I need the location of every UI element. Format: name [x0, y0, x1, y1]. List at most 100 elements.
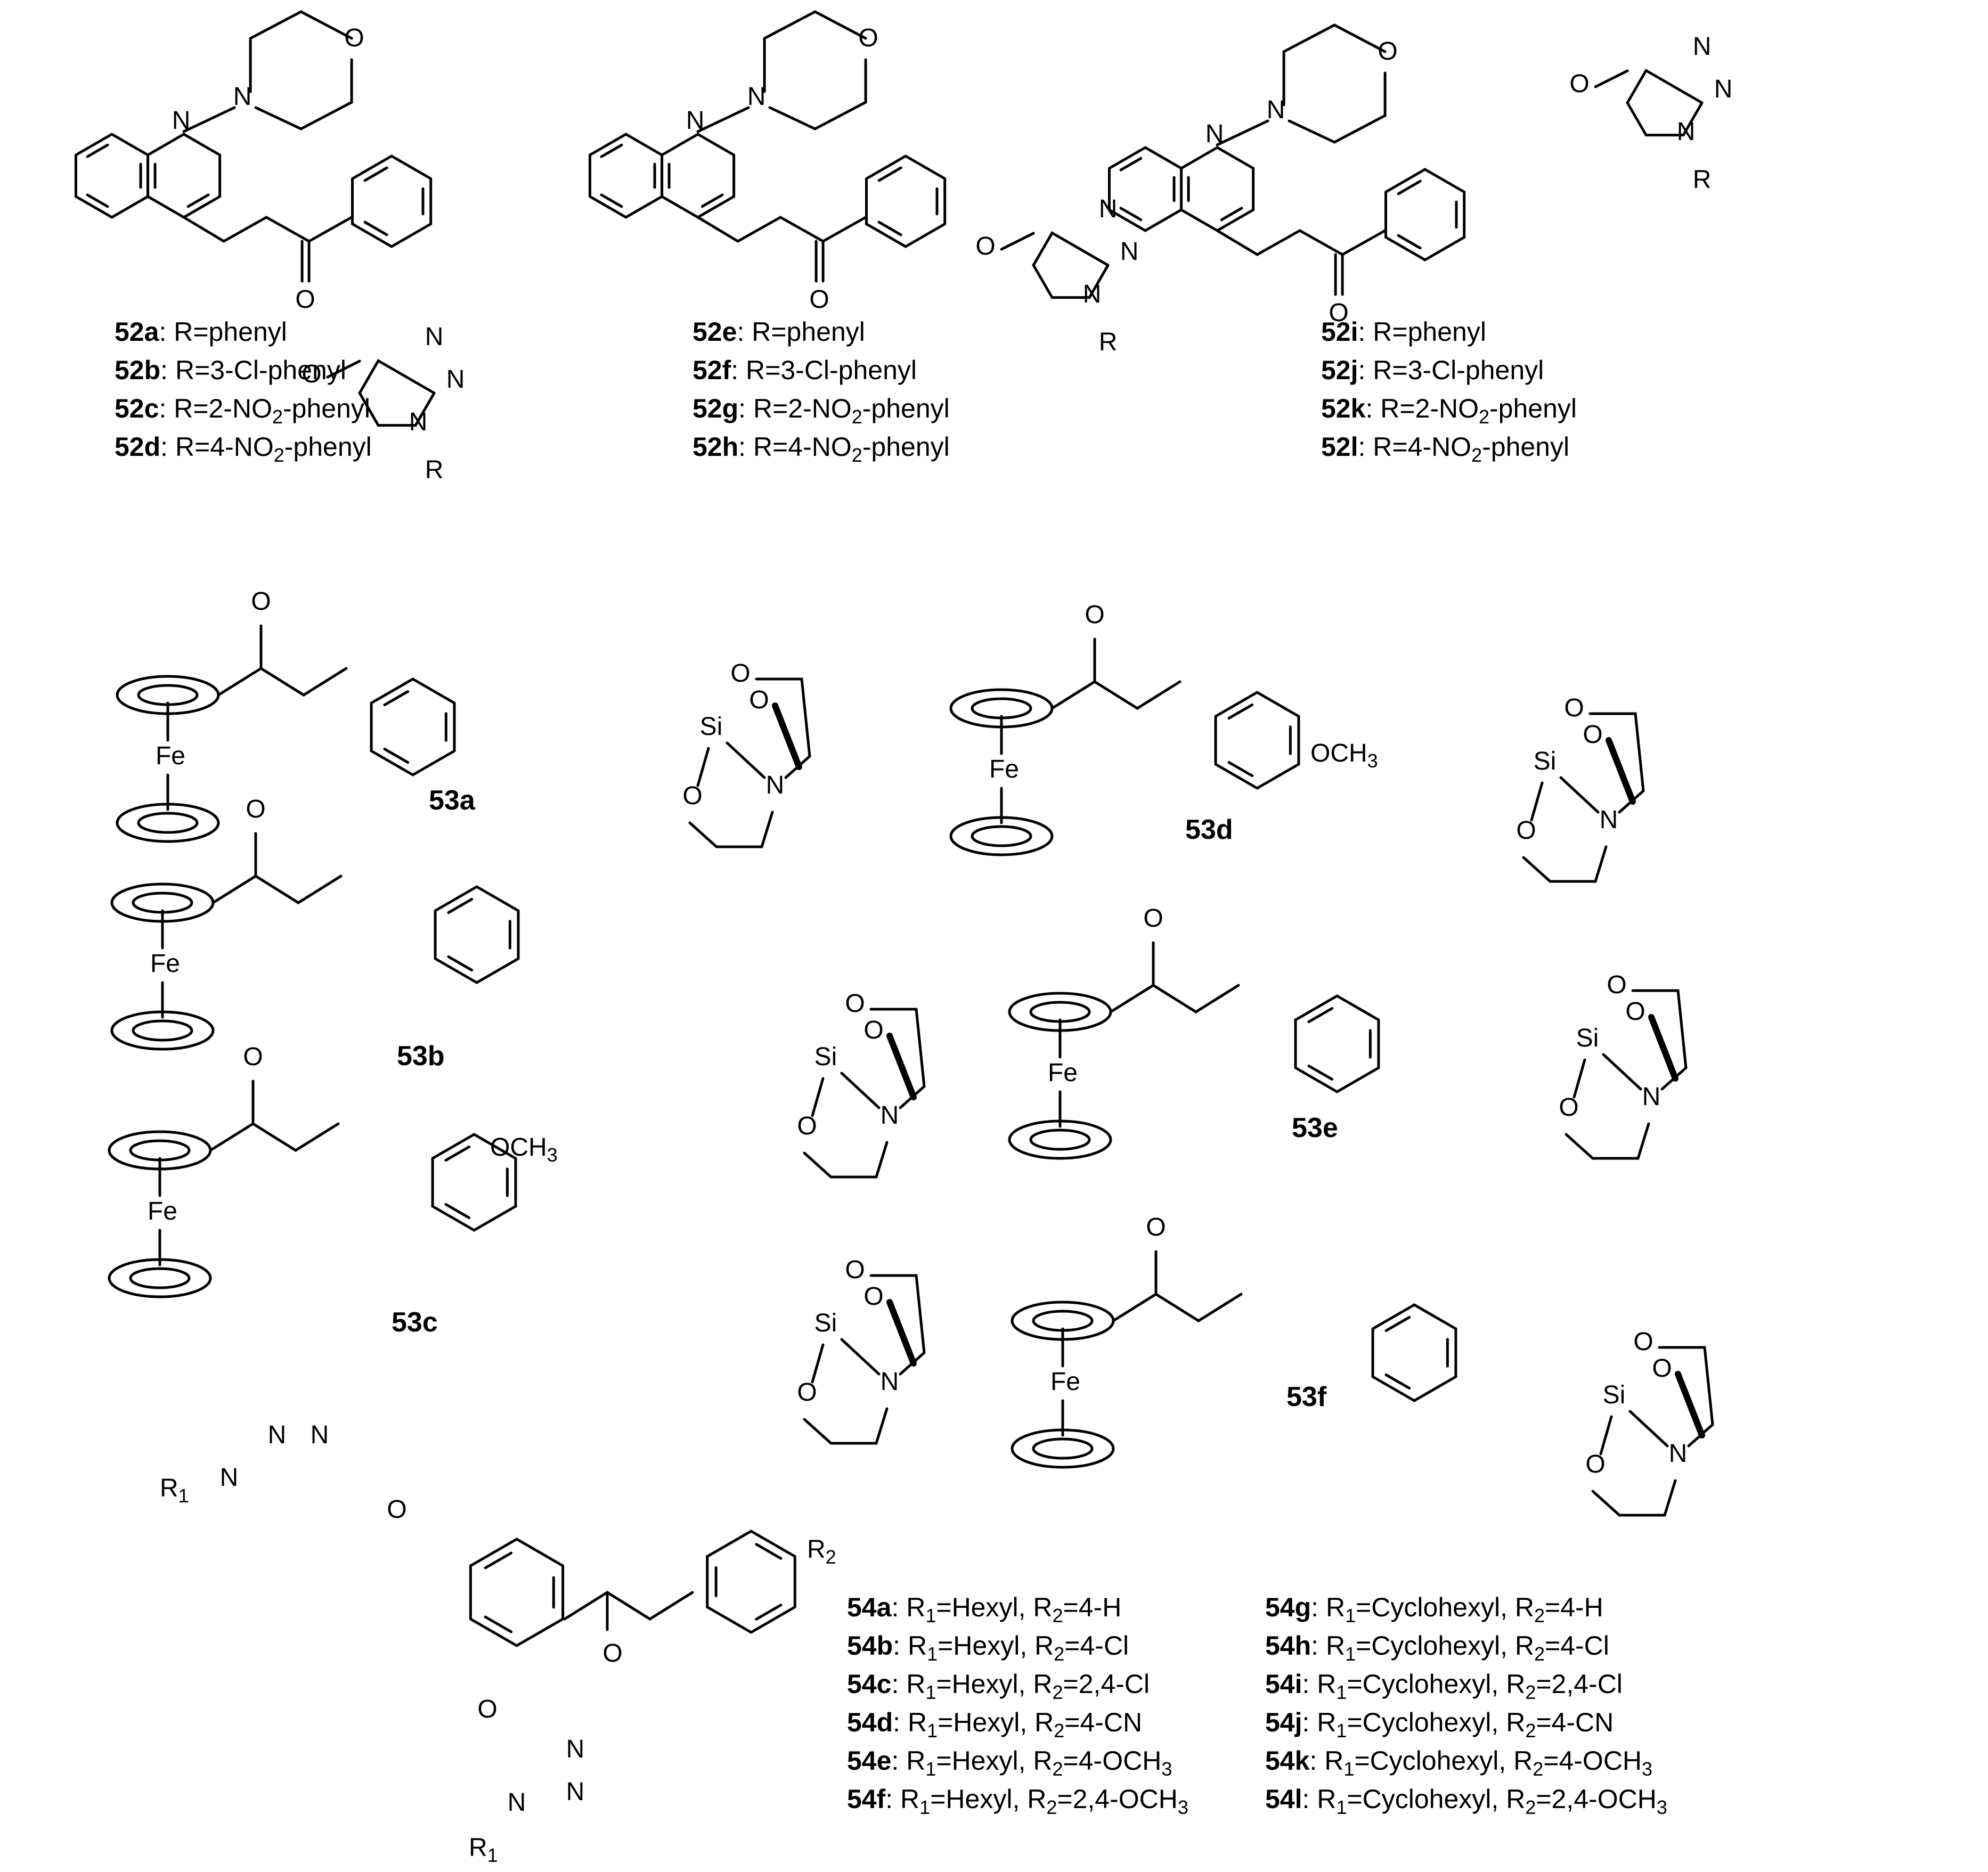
ketone-o: O [1329, 299, 1348, 327]
text-run: O [975, 232, 995, 260]
ring-bond [696, 195, 736, 219]
ketone-o: O [295, 285, 315, 314]
subscript: 3 [1642, 1758, 1652, 1780]
ring-double-bond [600, 143, 623, 158]
text-run: 54h [1265, 1631, 1311, 1661]
text-run: O [1516, 816, 1536, 845]
bond [696, 106, 750, 133]
text-run: O [845, 990, 865, 1018]
text-run: O [797, 1378, 817, 1407]
ring-bond [472, 1205, 517, 1232]
bond [811, 1077, 825, 1117]
ring-double-bond [1397, 234, 1422, 250]
text-run: O [302, 360, 321, 388]
text-run: N [446, 365, 465, 394]
morpholine-ring [1282, 23, 1387, 107]
text-run: : R [893, 1707, 927, 1737]
text-run: : R=2-NO [1365, 394, 1479, 423]
text-run: N [1669, 1440, 1688, 1468]
iron-atom: Fe [150, 950, 180, 978]
silatrane-n: N [881, 1368, 899, 1396]
text-run: =2,4-Cl [1063, 1669, 1150, 1699]
text-run: -phenyl [862, 432, 950, 462]
ring-bond [146, 195, 185, 219]
ketone-o: O [243, 1043, 263, 1071]
ring-bond [431, 1205, 476, 1232]
compound-54-label: 54h: R1=Cyclohexyl, R2=4-Cl [1265, 1631, 1609, 1665]
text-run: , R [1491, 1707, 1525, 1737]
enone-chain [1112, 1250, 1158, 1322]
compound-54-label: 54l: R1=Cyclohexyl, R2=2,4-OCH3 [1265, 1784, 1667, 1818]
ring-double-bond [1227, 761, 1254, 778]
silicon-atom: Si [700, 713, 723, 741]
silatrane-bold-bond [886, 1299, 917, 1367]
morpholine-o: O [1378, 37, 1397, 66]
morpholine-o: O [344, 24, 364, 52]
silatrane-o: O [1583, 721, 1602, 749]
ring-bond [706, 1530, 753, 1558]
ring-bond [865, 154, 907, 180]
text-run: N [1677, 118, 1696, 146]
iron-atom: Fe [989, 755, 1019, 783]
silatrane-cage [803, 1407, 889, 1445]
enone-chain [563, 1591, 694, 1621]
ketone-o: O [1143, 904, 1163, 933]
ring-bond [469, 1538, 518, 1567]
text-run: 52h [692, 432, 738, 462]
ring-bond [110, 195, 150, 219]
text-run: 52e [692, 317, 737, 347]
text-run: , R [1491, 1784, 1525, 1814]
morpholine-ring [249, 10, 353, 93]
text-run: O [387, 1495, 406, 1524]
text-run: N [508, 1788, 526, 1817]
ring-double-bond [383, 747, 410, 764]
text-run: O [477, 1695, 497, 1723]
subscript: 1 [927, 1643, 938, 1665]
triazole-n: N [1693, 32, 1712, 61]
ring-double-bond [877, 220, 902, 236]
silatrane-o: O [1652, 1354, 1672, 1383]
text-run: , R [1019, 1669, 1053, 1699]
text-run: O [797, 1112, 817, 1140]
text-run: =4-H [1545, 1592, 1603, 1622]
morpholine-n: N [172, 107, 191, 135]
subscript: 1 [919, 1796, 930, 1818]
text-run: 54f [847, 1784, 886, 1814]
silatrane-o: O [1625, 998, 1645, 1026]
text-run: 52d [115, 432, 160, 462]
dative-bond [1559, 776, 1600, 814]
ring-double-bond [447, 897, 474, 914]
enone-chain [254, 874, 343, 904]
silatrane-o: O [730, 659, 750, 688]
triazole-n: N [1083, 280, 1102, 308]
ring-double-bond [1384, 1373, 1411, 1390]
text-run: 53d [1185, 814, 1233, 845]
atom-labels: NNOOONNNRNNOOONNNRNNOOONNNRFeOSiOOONFeOS… [148, 24, 1732, 1866]
ring-bond [1371, 1303, 1416, 1330]
subscript: 1 [1345, 1605, 1356, 1626]
compound-54-label: 54f: R1=Hexyl, R2=2,4-OCH3 [847, 1784, 1188, 1818]
silatrane-o: O [1585, 1450, 1605, 1478]
ring-bond [146, 133, 185, 157]
text-run: 52c [115, 394, 159, 423]
ring-bond [1335, 994, 1380, 1021]
bond [1599, 1415, 1613, 1456]
text-run: Si [1576, 1024, 1599, 1052]
enone-chain [1050, 637, 1096, 710]
ring-bond [1214, 763, 1259, 790]
ring-double-bond [1307, 1064, 1334, 1081]
r-group: R [1693, 166, 1712, 194]
ring-bond [904, 223, 947, 248]
ring-bond [110, 133, 150, 157]
subscript: 1 [925, 1605, 936, 1626]
text-run: =Hexyl [936, 1669, 1018, 1699]
text-run: R [425, 456, 444, 484]
subscript: 3 [1161, 1758, 1172, 1780]
ring-double-bond [484, 1615, 513, 1633]
ring-double-bond [1397, 179, 1422, 195]
enone-chain [1109, 941, 1155, 1013]
subscript: 2 [1053, 1605, 1063, 1626]
text-run: Si [1534, 747, 1557, 775]
silatrane-cage [1565, 1122, 1650, 1160]
subscript: 2 [1053, 1681, 1063, 1703]
